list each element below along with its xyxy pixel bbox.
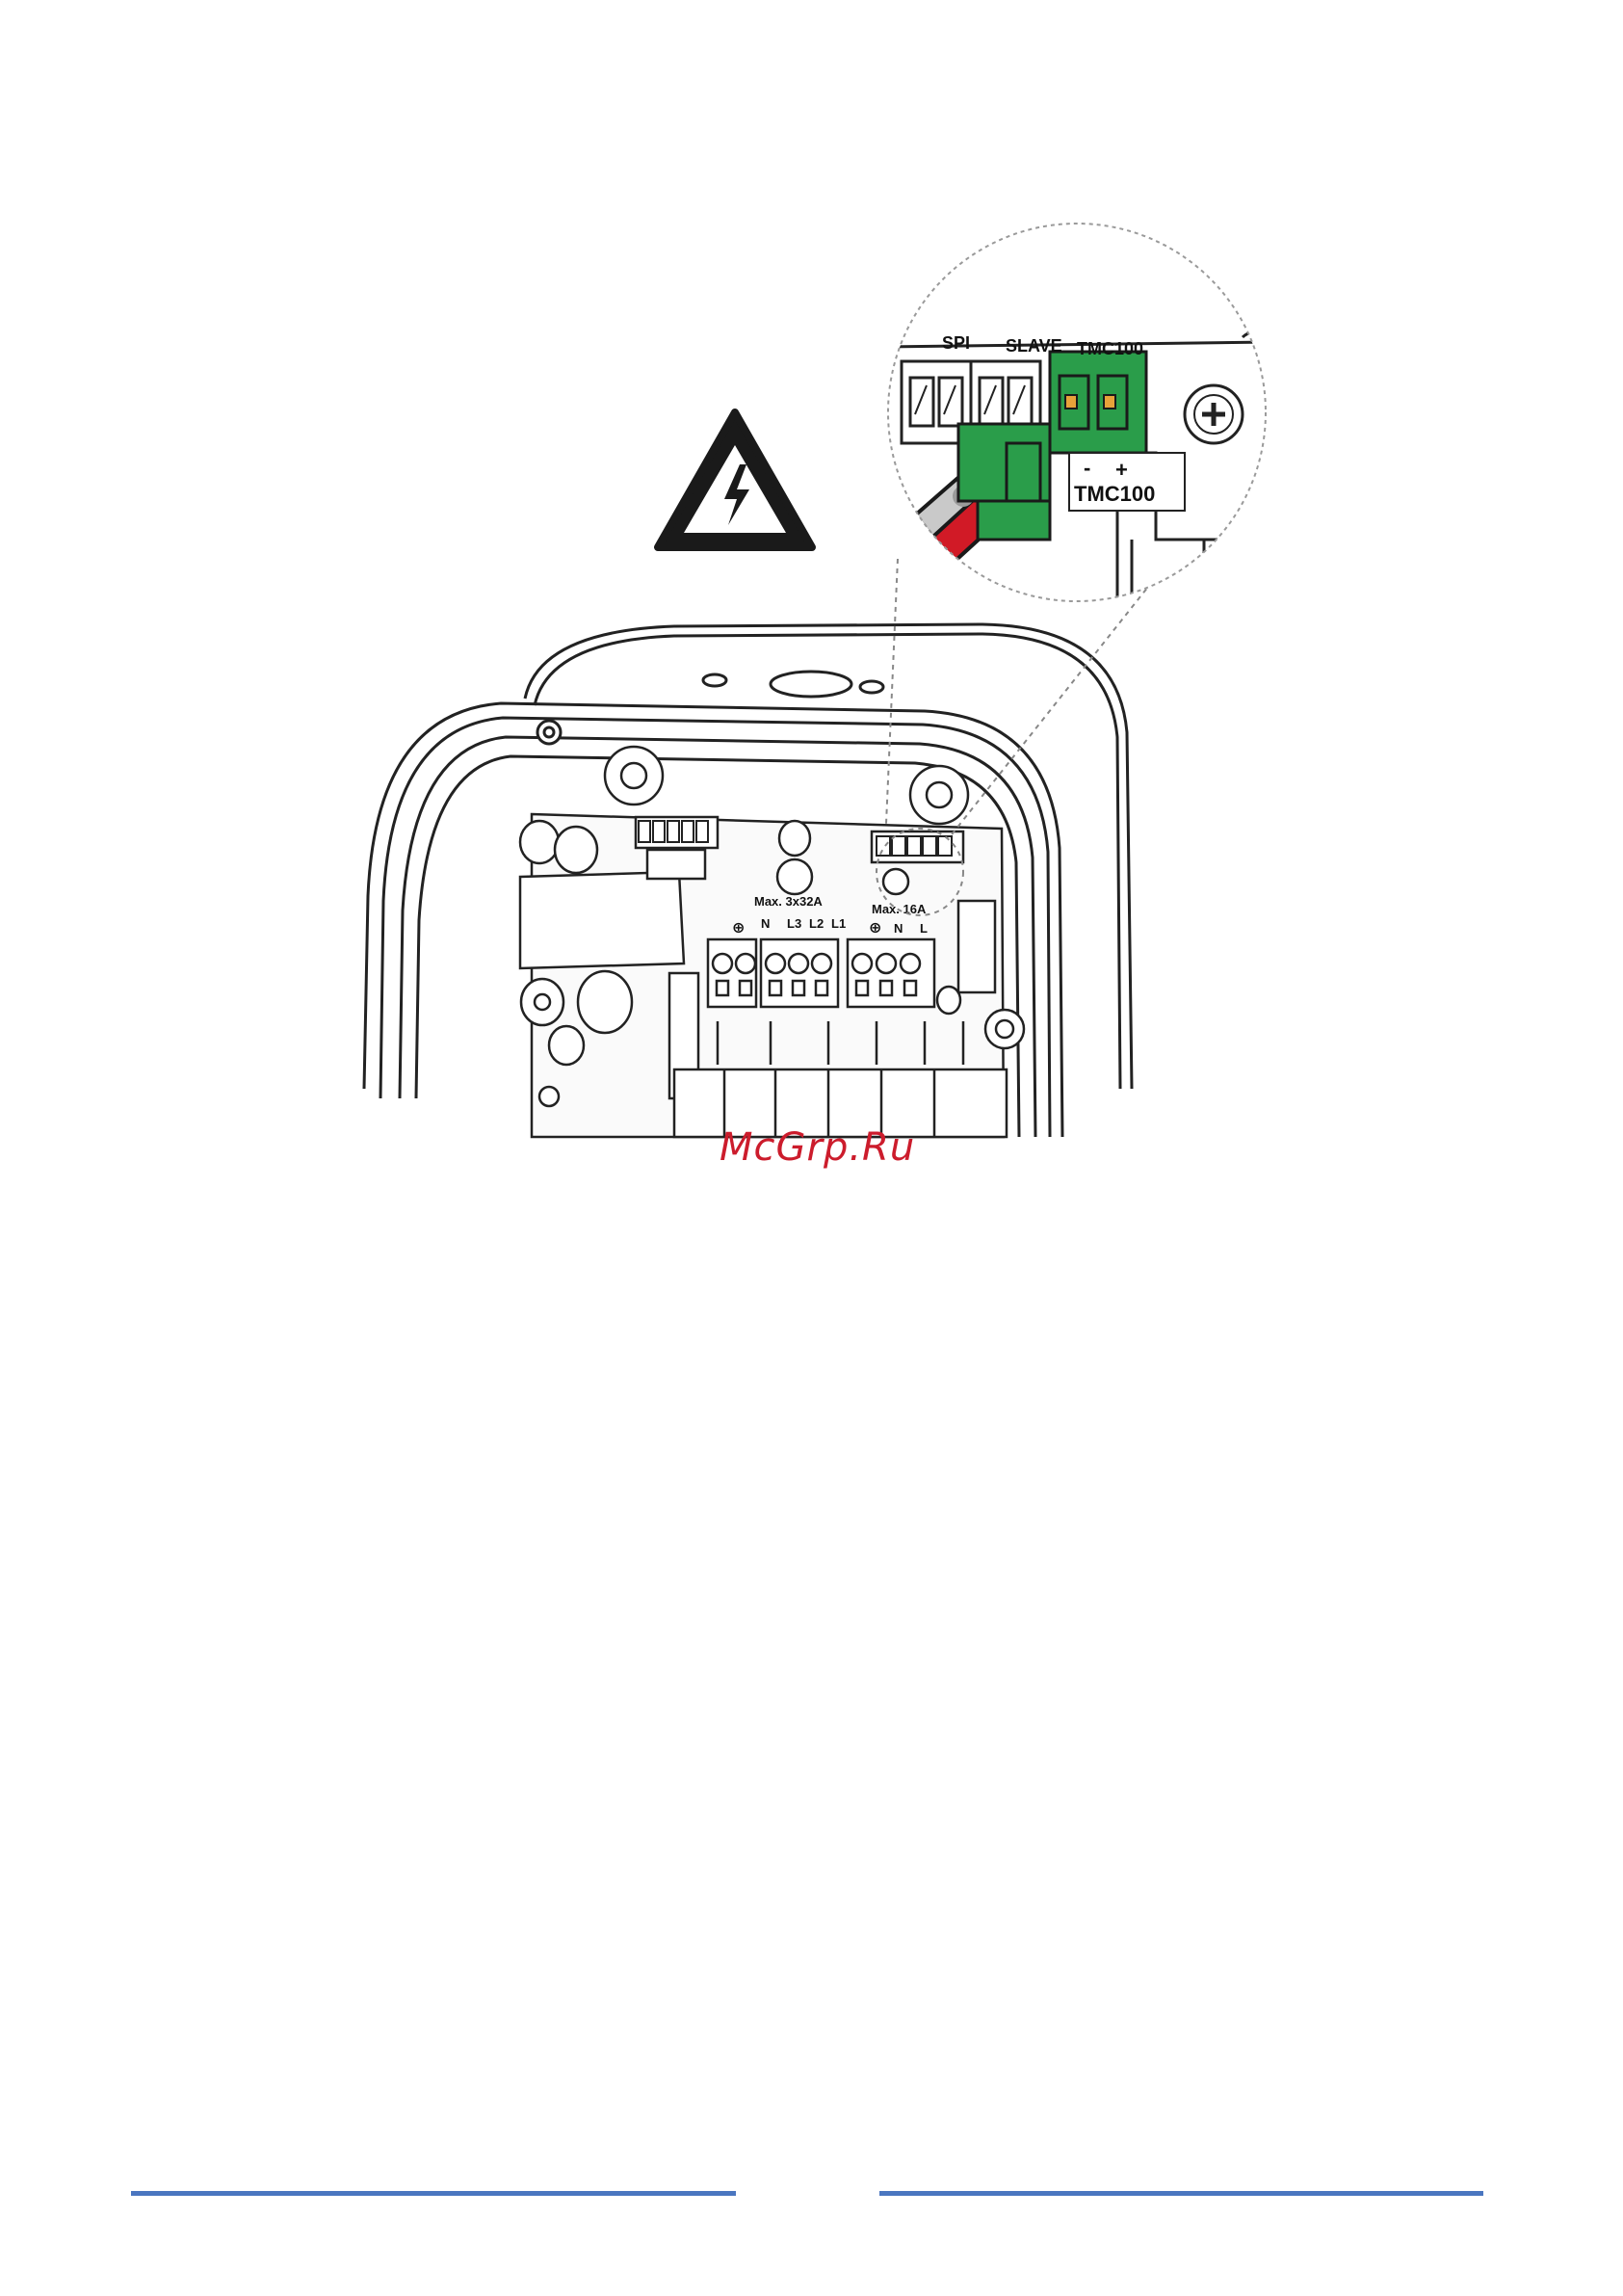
terminal-label-n2: N (894, 921, 903, 936)
terminal-label-l2: L2 (809, 916, 824, 931)
terminal-label-n1: N (761, 916, 770, 931)
zoom-detail (867, 212, 1291, 617)
plus-label: + (1115, 458, 1128, 482)
spi-label: SPI (942, 333, 970, 353)
footer-rule-left (131, 2191, 736, 2196)
high-voltage-warning-icon (658, 412, 812, 547)
earth-symbol-main: ⊕ (732, 920, 745, 937)
terminal-label-l3: L3 (787, 916, 801, 931)
tmc100-top-label: TMC100 (1077, 339, 1143, 358)
slave-label: SLAVE (1006, 336, 1062, 356)
footer-rule-right (879, 2191, 1483, 2196)
terminal-label-l: L (920, 921, 928, 936)
max-main-label: Max. 3x32A (754, 894, 823, 909)
terminal-label-l1: L1 (831, 916, 846, 931)
earth-symbol-aux: ⊕ (869, 920, 881, 937)
watermark: McGrp.Ru (720, 1125, 912, 1170)
minus-label: - (1084, 456, 1090, 480)
tmc100-side-label: TMC100 (1074, 482, 1155, 506)
